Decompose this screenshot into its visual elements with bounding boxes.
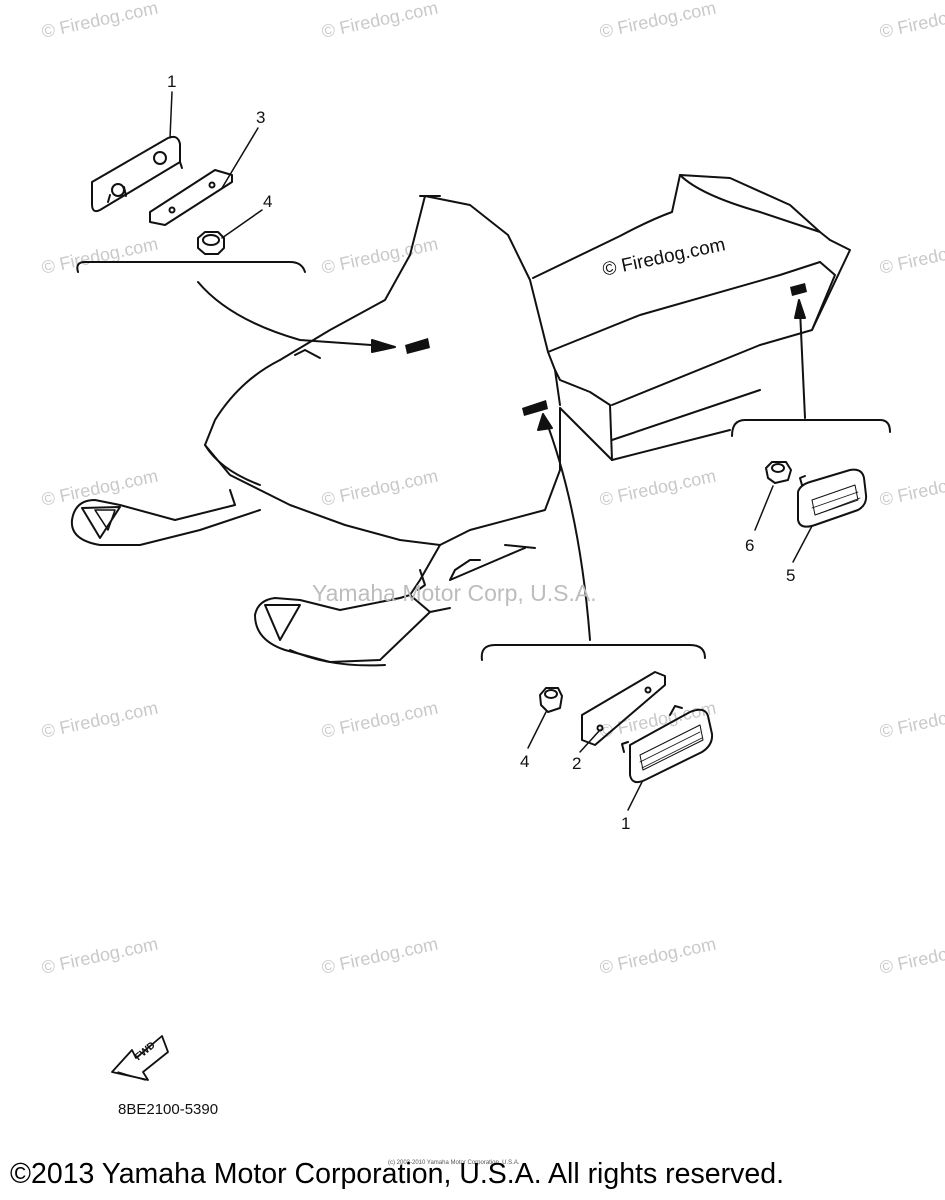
part-code: 8BE2100-5390: [118, 1101, 219, 1118]
leader-lines: [169, 91, 813, 811]
reflector-part-1-bottom: [621, 705, 714, 784]
yamaha-watermark: Yamaha Motor Corp, U.S.A.: [312, 580, 597, 606]
ski-left: [70, 489, 261, 546]
gasket-part-2-bottom: [581, 671, 666, 746]
gasket-part-3-top: [149, 169, 233, 226]
callout-number: 2: [572, 754, 582, 773]
fwd-arrow-icon: [111, 1035, 169, 1081]
seat: [532, 174, 851, 461]
callout-bracket-bottom: [480, 413, 706, 661]
callout-number: 1: [167, 72, 177, 91]
copyright-footer: ©2013 Yamaha Motor Corporation, U.S.A. A…: [10, 1158, 784, 1190]
nut-part-6-right: [765, 461, 792, 484]
callout-bracket-top-left: [76, 261, 396, 353]
callout-number: 6: [745, 536, 755, 555]
nut-part-4-top: [197, 231, 225, 255]
callout-number: 4: [263, 192, 273, 211]
reflector-part-5-right: [797, 468, 868, 528]
callout-number: 5: [786, 566, 796, 585]
callout-number: 3: [256, 108, 266, 127]
callout-number: 4: [520, 752, 530, 771]
nut-part-4-bottom: [539, 687, 563, 713]
snowmobile-body: [559, 344, 761, 461]
ski-right: [254, 594, 431, 667]
callout-bracket-right: [731, 299, 891, 437]
reflector-location-marks: [405, 283, 807, 416]
windshield: [279, 195, 561, 406]
reflector-part-1-top: [91, 135, 183, 213]
callout-number: 1: [621, 814, 631, 833]
hood: [204, 349, 561, 613]
tiny-notice: (c) 2003-2010 Yamaha Motor Corporation, …: [388, 1160, 520, 1166]
